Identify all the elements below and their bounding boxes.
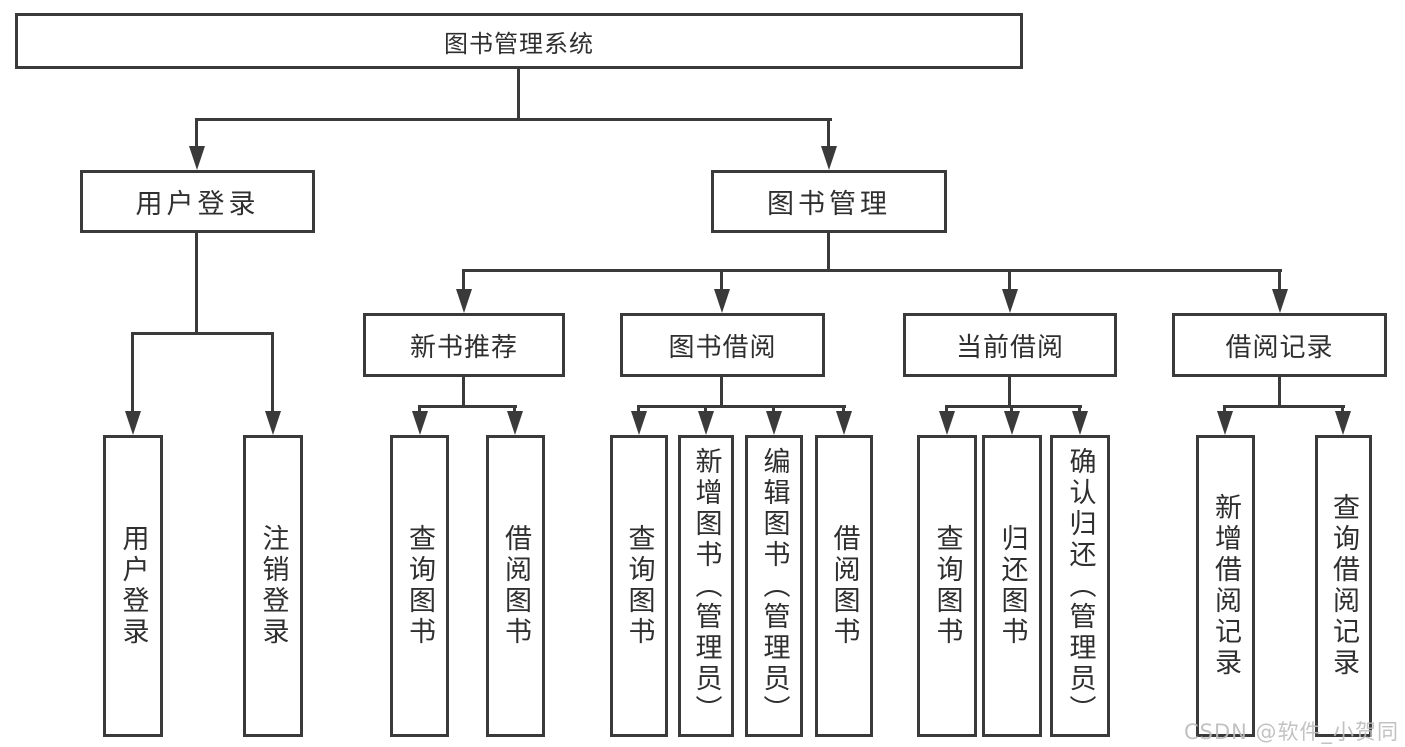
leaf-return-books: 归还图书 bbox=[982, 435, 1042, 737]
node-label: 注销登录 bbox=[257, 524, 289, 648]
connector-line bbox=[772, 405, 775, 413]
connector-line bbox=[1341, 405, 1344, 413]
connector-line bbox=[720, 269, 723, 291]
connector-line bbox=[131, 332, 134, 413]
node-label: 借阅图书 bbox=[500, 524, 531, 648]
connector-line bbox=[945, 405, 948, 413]
leaf-user-login: 用户登录 bbox=[103, 435, 163, 737]
node-library-management-system: 图书管理系统 bbox=[15, 13, 1023, 69]
node-label: 用户登录 bbox=[117, 524, 149, 648]
connector-line bbox=[1278, 377, 1281, 407]
leaf-logout: 注销登录 bbox=[243, 435, 303, 737]
connector-line bbox=[637, 405, 640, 413]
leaf-confirm-return-admin: 确认归还（管理员） bbox=[1050, 435, 1110, 737]
leaf-query-books-current: 查询图书 bbox=[917, 435, 977, 737]
connector-line bbox=[271, 332, 274, 413]
node-label: 确认归还（管理员） bbox=[1064, 446, 1096, 726]
leaf-add-borrow-record: 新增借阅记录 bbox=[1196, 435, 1255, 737]
connector-line bbox=[462, 269, 465, 291]
arrow-down-icon bbox=[821, 146, 837, 170]
connector-line bbox=[1010, 405, 1013, 413]
connector-line bbox=[842, 405, 845, 413]
connector-line bbox=[517, 69, 520, 120]
node-label: 图书管理系统 bbox=[444, 29, 594, 58]
node-label: 编辑图书（管理员） bbox=[758, 446, 790, 726]
arrow-down-icon bbox=[631, 411, 647, 435]
node-label: 当前借阅 bbox=[955, 332, 1064, 363]
connector-line bbox=[195, 118, 832, 121]
node-label: 图书借阅 bbox=[668, 332, 777, 363]
node-label: 新书推荐 bbox=[409, 332, 518, 363]
arrow-down-icon bbox=[265, 411, 281, 435]
arrow-down-icon bbox=[1004, 411, 1020, 435]
arrow-down-icon bbox=[836, 411, 852, 435]
connector-line bbox=[945, 405, 1082, 408]
node-label: 借阅图书 bbox=[828, 524, 860, 648]
leaf-borrow-books: 借阅图书 bbox=[815, 435, 873, 737]
arrow-down-icon bbox=[456, 289, 472, 313]
node-label: 新增借阅记录 bbox=[1210, 493, 1241, 679]
connector-line bbox=[195, 118, 198, 148]
arrow-down-icon bbox=[714, 289, 730, 313]
connector-line bbox=[418, 405, 421, 413]
node-label: 新增图书（管理员） bbox=[690, 446, 722, 726]
leaf-edit-books-admin: 编辑图书（管理员） bbox=[745, 435, 803, 737]
arrow-down-icon bbox=[507, 411, 523, 435]
csdn-watermark: CSDN @软件_小贺同学 bbox=[1184, 720, 1400, 744]
leaf-add-books-admin: 新增图书（管理员） bbox=[678, 435, 734, 737]
node-borrowing-records: 借阅记录 bbox=[1172, 313, 1387, 377]
connector-line bbox=[1008, 377, 1011, 407]
connector-line bbox=[462, 377, 465, 407]
arrow-down-icon bbox=[125, 411, 141, 435]
connector-line bbox=[720, 377, 723, 407]
arrow-down-icon bbox=[1335, 411, 1351, 435]
node-label: 用户登录 bbox=[135, 189, 260, 220]
arrow-down-icon bbox=[1217, 411, 1233, 435]
node-label: 查询借阅记录 bbox=[1328, 493, 1359, 679]
connector-line bbox=[704, 405, 707, 413]
leaf-borrow-books-recommend: 借阅图书 bbox=[486, 435, 545, 737]
arrow-down-icon bbox=[766, 411, 782, 435]
node-book-borrowing: 图书借阅 bbox=[620, 313, 825, 377]
connector-line bbox=[1008, 269, 1011, 291]
connector-line bbox=[637, 405, 846, 408]
connector-line bbox=[418, 405, 517, 408]
connector-line bbox=[827, 118, 830, 148]
node-label: 归还图书 bbox=[996, 524, 1028, 648]
node-user-login: 用户登录 bbox=[80, 170, 315, 233]
node-new-book-recommendation: 新书推荐 bbox=[363, 313, 565, 377]
leaf-query-books-borrowing: 查询图书 bbox=[610, 435, 668, 737]
arrow-down-icon bbox=[1272, 289, 1288, 313]
node-label: 查询图书 bbox=[404, 524, 435, 648]
connector-line bbox=[1278, 269, 1281, 291]
arrow-down-icon bbox=[1002, 289, 1018, 313]
connector-line bbox=[1078, 405, 1081, 413]
connector-line bbox=[1223, 405, 1226, 413]
node-label: 查询图书 bbox=[623, 524, 655, 648]
leaf-query-books-recommend: 查询图书 bbox=[390, 435, 449, 737]
arrow-down-icon bbox=[698, 411, 714, 435]
node-label: 查询图书 bbox=[931, 524, 963, 648]
node-label: 图书管理 bbox=[767, 189, 891, 220]
arrow-down-icon bbox=[189, 146, 205, 170]
leaf-query-borrow-record: 查询借阅记录 bbox=[1315, 435, 1372, 737]
arrow-down-icon bbox=[1072, 411, 1088, 435]
connector-line bbox=[462, 269, 1282, 272]
connector-line bbox=[513, 405, 516, 413]
connector-line bbox=[131, 332, 274, 335]
arrow-down-icon bbox=[939, 411, 955, 435]
connector-line bbox=[195, 233, 198, 334]
connector-line bbox=[1223, 405, 1345, 408]
arrow-down-icon bbox=[412, 411, 428, 435]
node-current-borrowing: 当前借阅 bbox=[903, 313, 1117, 377]
node-label: 借阅记录 bbox=[1225, 332, 1334, 363]
connector-line bbox=[827, 233, 830, 271]
node-book-management: 图书管理 bbox=[711, 170, 947, 233]
